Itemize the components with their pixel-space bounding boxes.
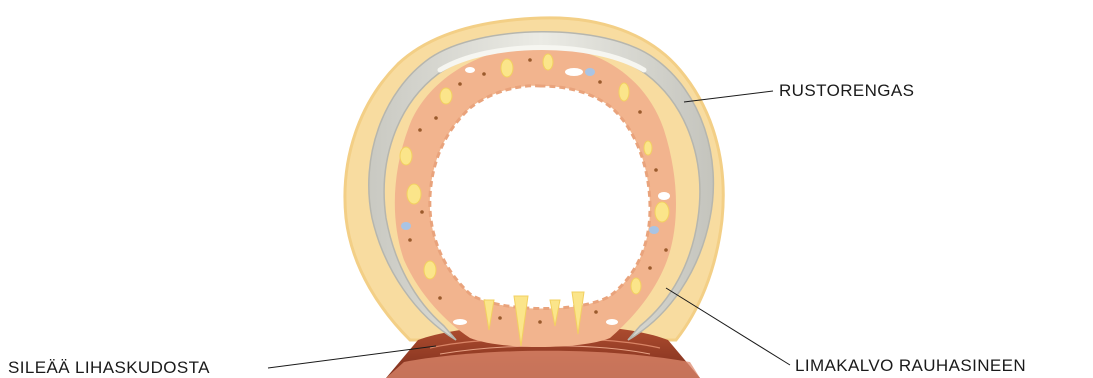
label-smooth-muscle: SILEÄÄ LIHASKUDOSTA (8, 358, 210, 378)
lumen-border (430, 86, 650, 309)
label-cartilage-ring: RUSTORENGAS (779, 81, 914, 101)
label-mucosa: LIMAKALVO RAUHASINEEN (795, 356, 1026, 376)
